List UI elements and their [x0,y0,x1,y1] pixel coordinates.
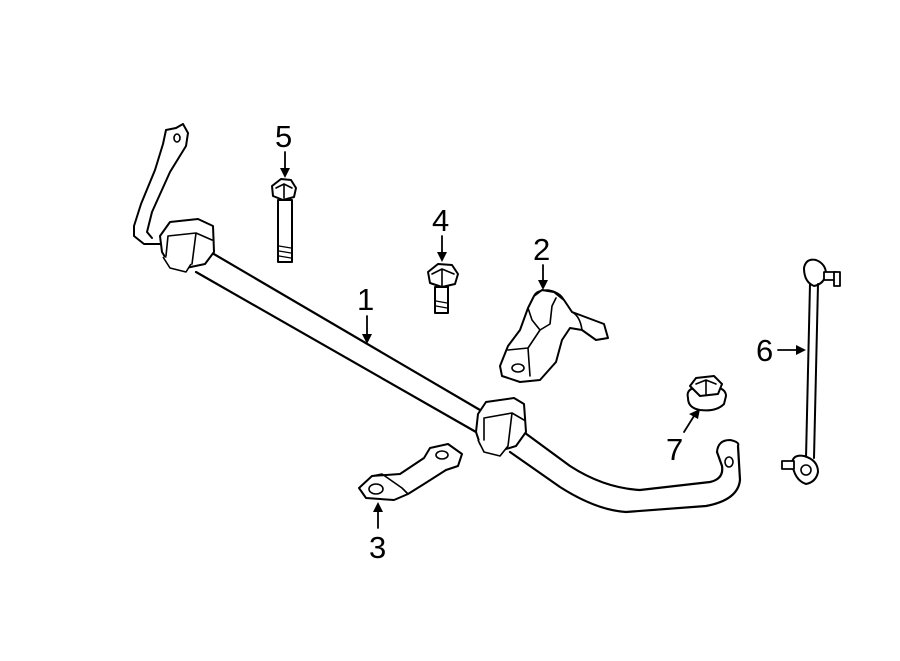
bolt-long [271,178,297,263]
stabilizer-bar [133,123,742,514]
callout-7: 7 [666,432,683,467]
bolt-short [427,263,459,314]
callout-5: 5 [275,119,292,154]
mounting-plate [358,443,463,501]
hex-nut [686,375,727,412]
bushing-bracket [499,289,609,383]
callout-labels: 1 2 3 4 5 6 7 [275,119,773,565]
callout-4: 4 [432,203,449,238]
stabilizer-link [781,258,841,485]
callout-1: 1 [357,282,374,317]
callout-2: 2 [533,232,550,267]
callout-arrows [280,151,806,529]
callout-3: 3 [369,530,386,565]
callout-6: 6 [756,333,773,368]
